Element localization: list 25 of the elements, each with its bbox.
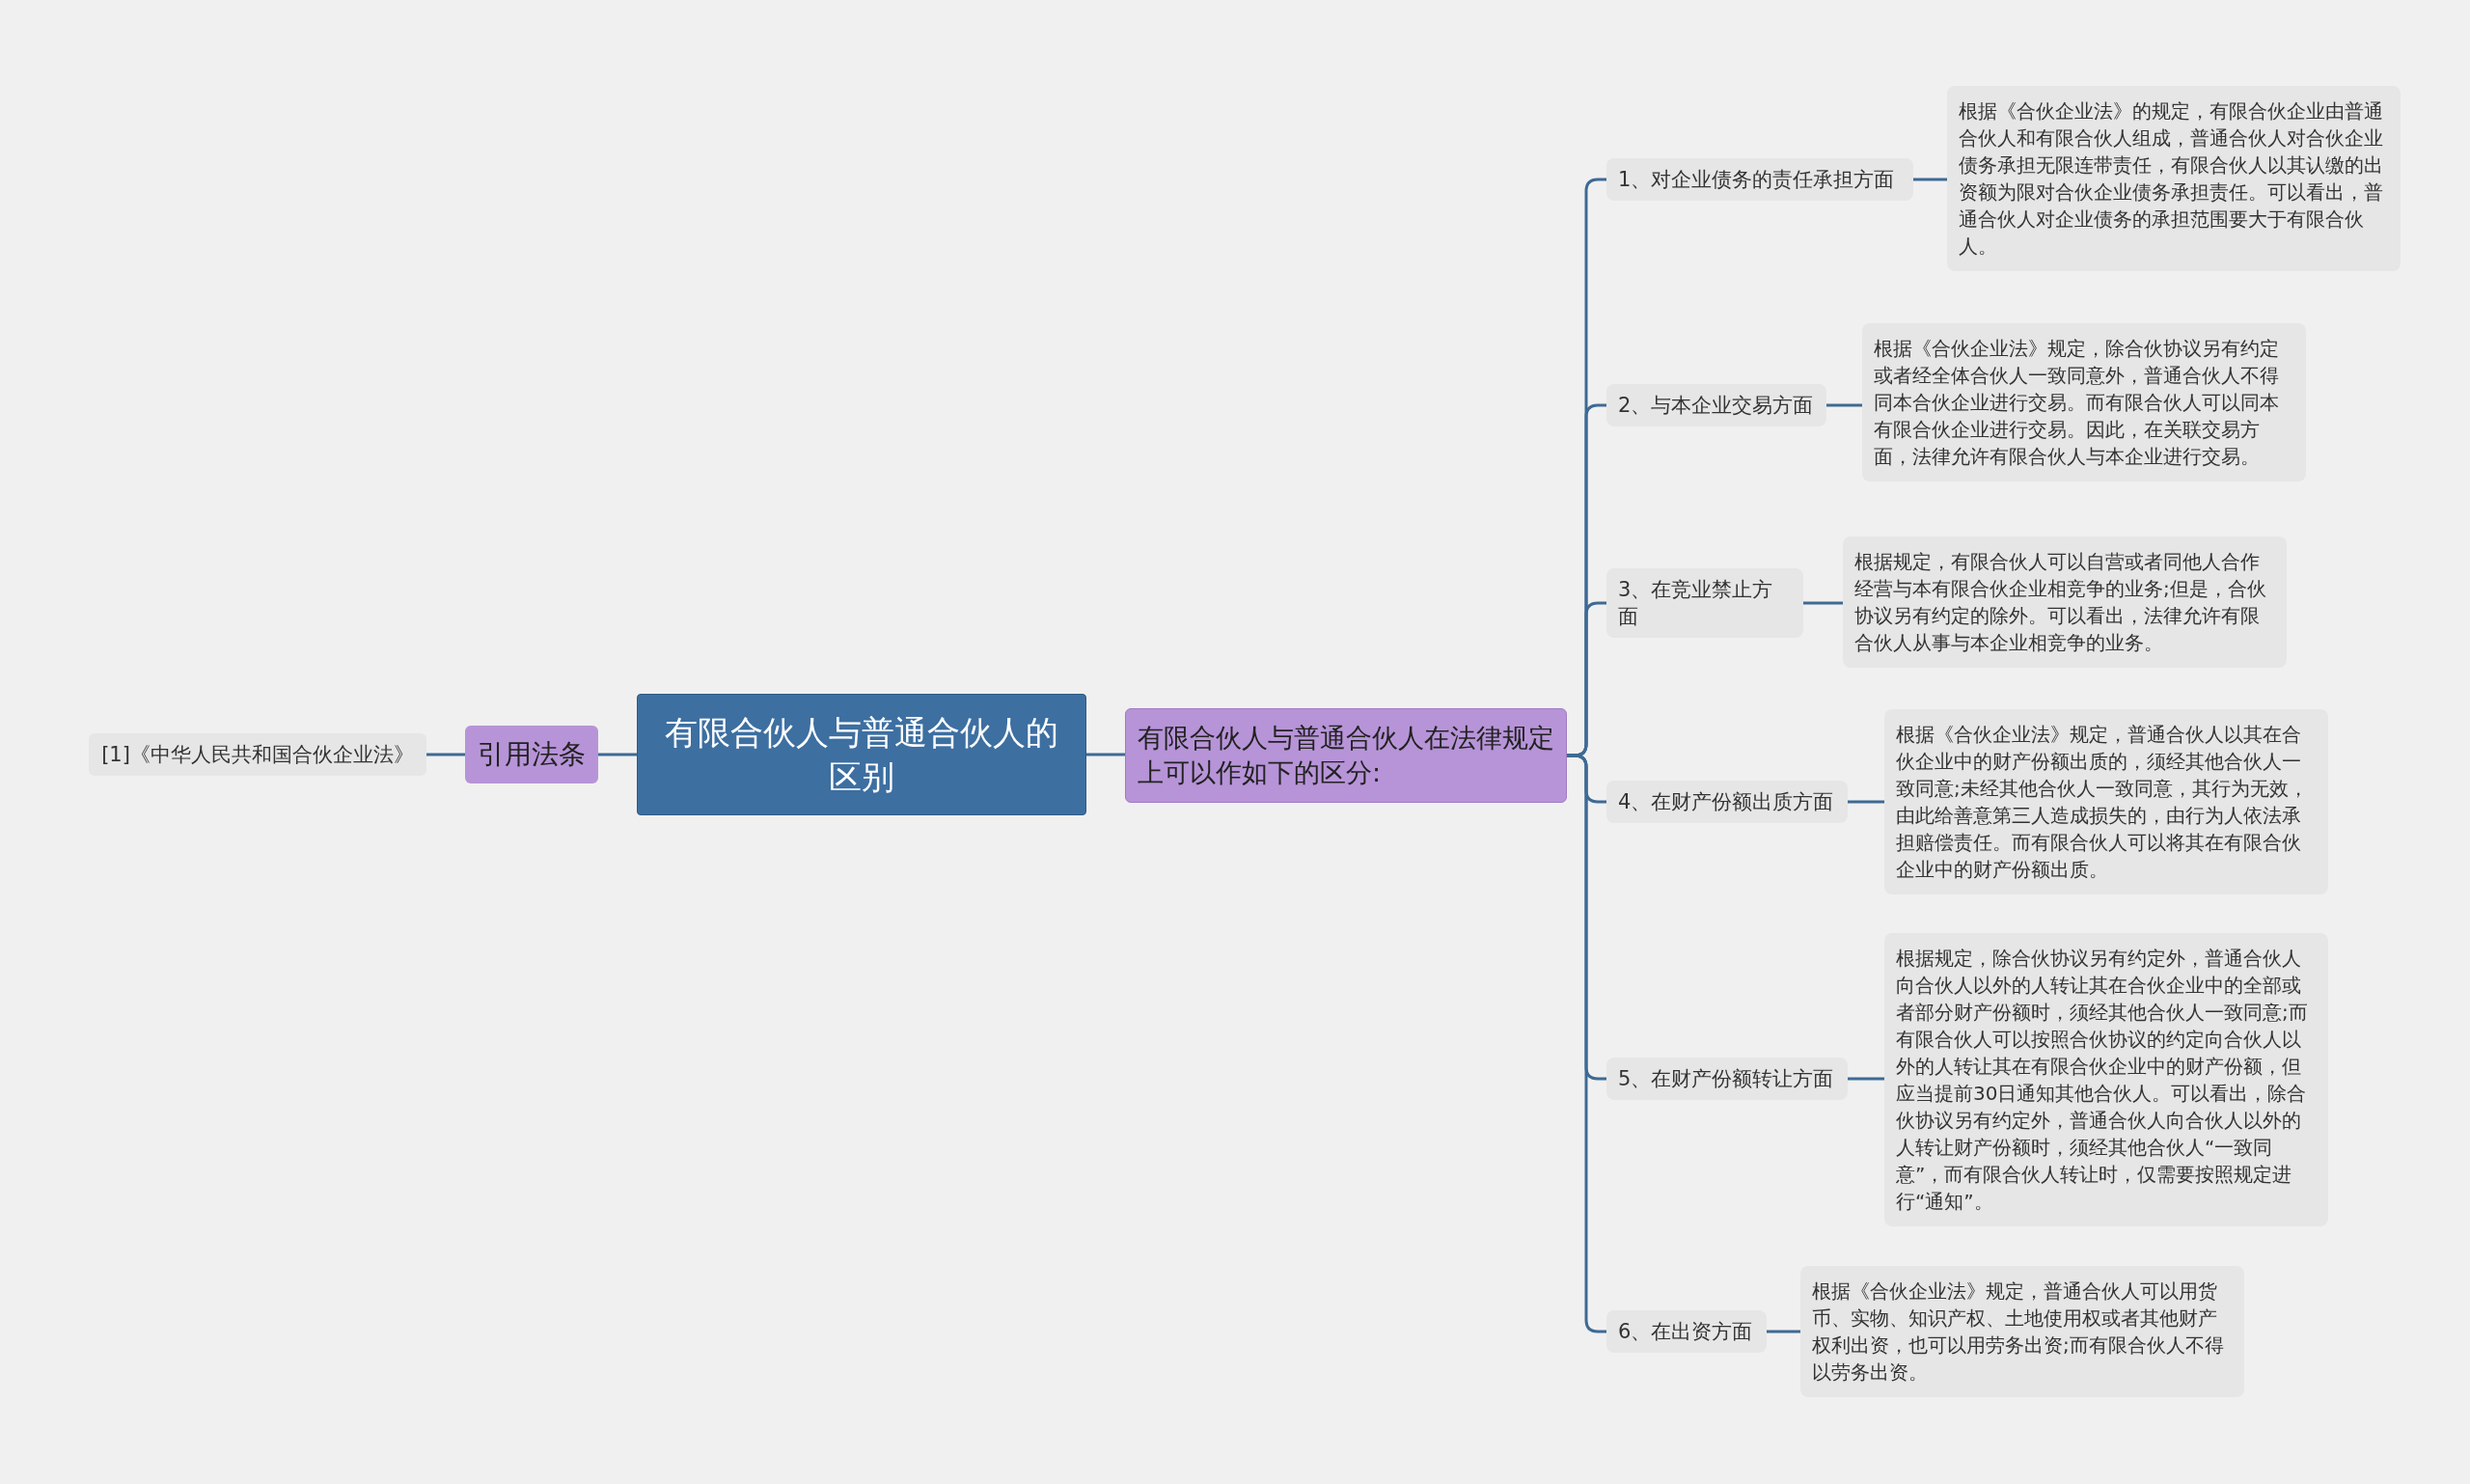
- connector-line: [1767, 1330, 1800, 1333]
- subtopic: 6、在出资方面: [1606, 1310, 1767, 1353]
- connector-line: [1803, 601, 1843, 605]
- detail-note: 根据《合伙企业法》的规定，有限合伙企业由普通合伙人和有限合伙人组成，普通合伙人对合伙企业债务承担无限连带责任，有限合伙人以其认缴的出资额为限对合伙企业债务承担责任。可以看出，普通合伙人对企业债务的承担范围要大于有限合伙人。: [1947, 86, 2401, 271]
- connector-line: [1913, 178, 1947, 181]
- subtopic: 3、在竞业禁止方面: [1606, 568, 1803, 638]
- detail-note: 根据《合伙企业法》规定，普通合伙人以其在合伙企业中的财产份额出质的，须经其他合伙人一致同意;未经其他合伙人一致同意，其行为无效，由此给善意第三人造成损失的，由行为人依法承担赔偿责任。而有限合伙人可以将其在有限合伙企业中的财产份额出质。: [1884, 709, 2328, 894]
- detail-note: 根据《合伙企业法》规定，除合伙协议另有约定或者经全体合伙人一致同意外，普通合伙人不得同本合伙企业进行交易。而有限合伙人可以同本有限合伙企业进行交易。因此，在关联交易方面，法律允许有限合伙人与本企业进行交易。: [1862, 323, 2306, 481]
- subtopic: 4、在财产份额出质方面: [1606, 781, 1848, 823]
- connector-line: [1848, 800, 1884, 804]
- root-topic: 有限合伙人与普通合伙人的区别: [637, 694, 1086, 815]
- connector-line: [1826, 403, 1862, 407]
- connector-line: [426, 753, 465, 756]
- detail-note: 根据规定，有限合伙人可以自营或者同他人合作经营与本有限合伙企业相竞争的业务;但是，合伙协议另有约定的除外。可以看出，法律允许有限合伙人从事与本企业相竞争的业务。: [1843, 536, 2287, 668]
- branch-topic: 引用法条: [465, 726, 598, 783]
- subtopic: 5、在财产份额转让方面: [1606, 1058, 1848, 1100]
- subtopic: 1、对企业债务的责任承担方面: [1606, 158, 1913, 201]
- connector-line: [1848, 1077, 1884, 1081]
- connector-line: [598, 753, 637, 756]
- leaf-topic: [1]《中华人民共和国合伙企业法》: [89, 733, 426, 776]
- detail-note: 根据规定，除合伙协议另有约定外，普通合伙人向合伙人以外的人转让其在合伙企业中的全部或者部分财产份额时，须经其他合伙人一致同意;而有限合伙人可以按照合伙协议的约定向合伙人以外的人转让其在有限合伙企业中的财产份额，但应当提前30日通知其他合伙人。可以看出，除合伙协议另有约定外，普通合伙人向合伙人以外的人转让财产份额时，须经其他合伙人“一致同意”，而有限合伙人转让时，仅需要按照规定进行“通知”。: [1884, 933, 2328, 1226]
- subtopic: 2、与本企业交易方面: [1606, 384, 1826, 426]
- connector-line: [1086, 753, 1125, 756]
- detail-note: 根据《合伙企业法》规定，普通合伙人可以用货币、实物、知识产权、土地使用权或者其他财产权利出资，也可以用劳务出资;而有限合伙人不得以劳务出资。: [1800, 1266, 2244, 1397]
- branch-topic: 有限合伙人与普通合伙人在法律规定上可以作如下的区分:: [1125, 708, 1567, 803]
